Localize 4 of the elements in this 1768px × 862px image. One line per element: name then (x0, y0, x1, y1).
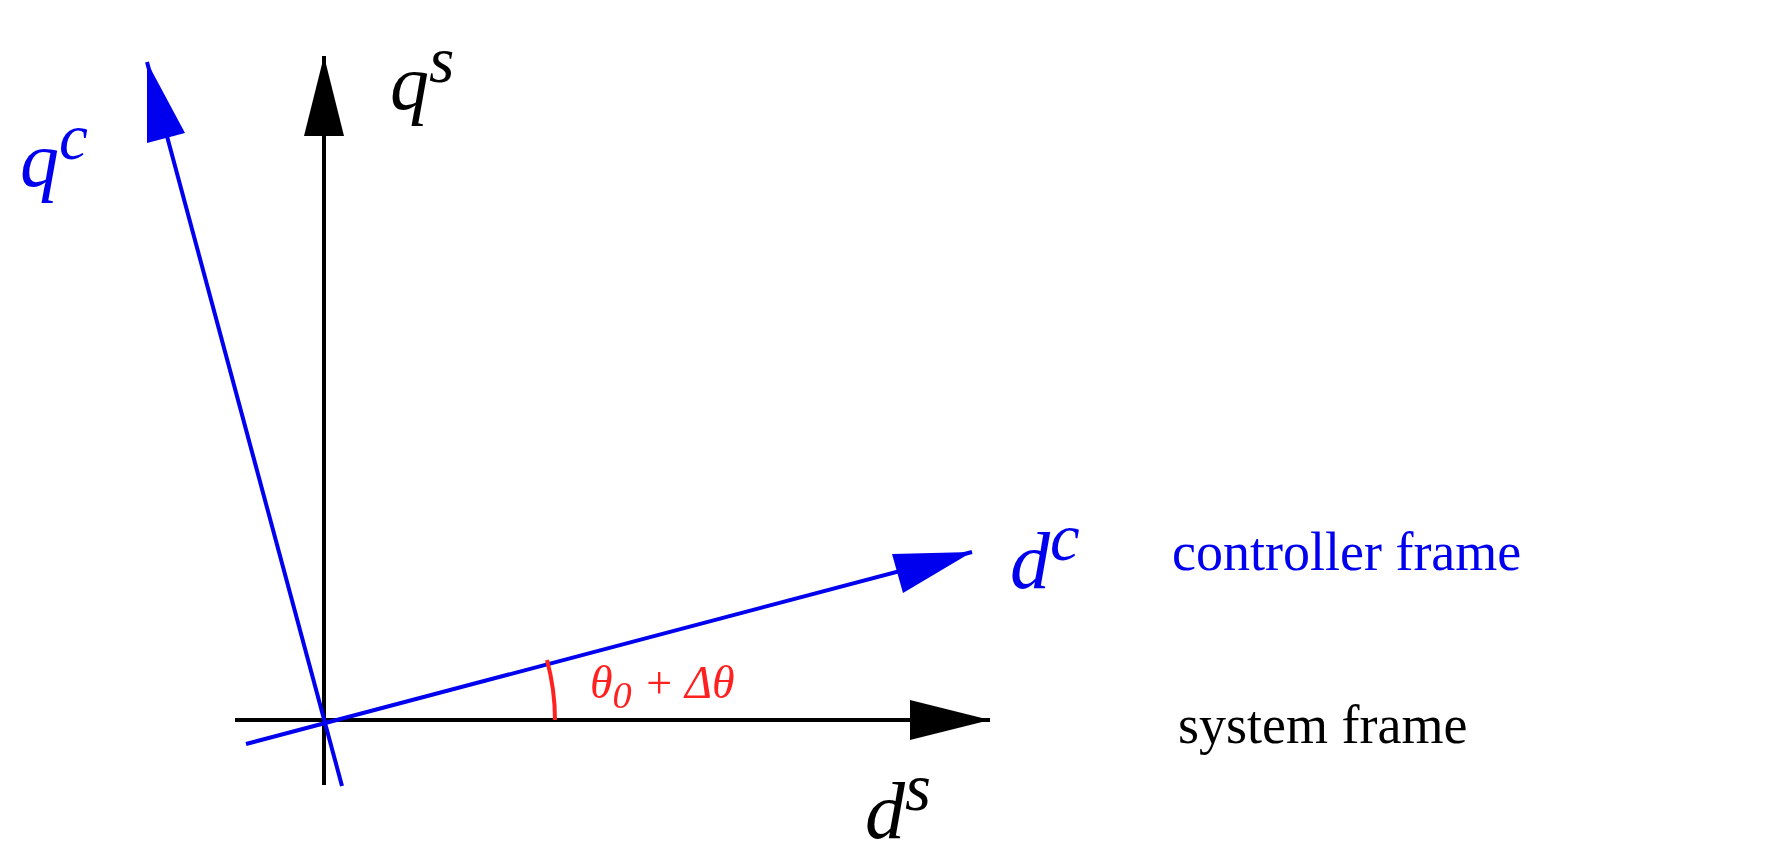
frame-label: controller frame (1172, 525, 1522, 579)
axis-label: d$^{s}$ (865, 755, 931, 851)
angle-label: θ$_{0}$ + Δθ (590, 660, 735, 715)
axis-label: d$^{c}$ (1010, 505, 1080, 601)
